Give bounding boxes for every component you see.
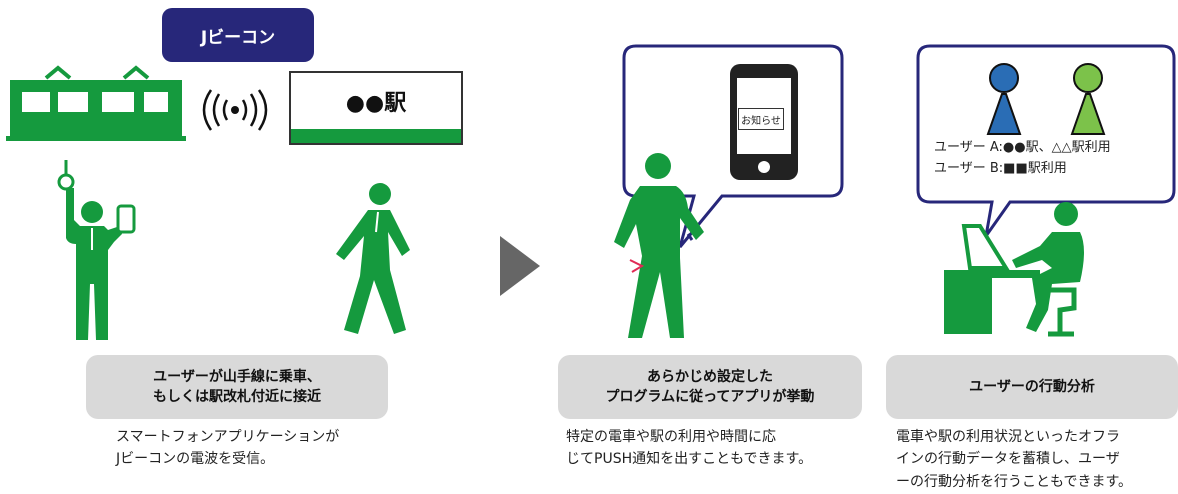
step3-title-box: ユーザーの行動分析 xyxy=(886,355,1178,419)
jbeacon-label: Jビーコン xyxy=(200,27,276,48)
person-using-phone-icon xyxy=(614,153,704,338)
step1-title-box: ユーザーが山手線に乗車、 もしくは駅改札付近に接近 xyxy=(86,355,388,419)
step2-description: 特定の電車や駅の利用や時間に応 じてPUSH通知を出すこともできます。 xyxy=(566,426,866,471)
step1-title-line2: もしくは駅改札付近に接近 xyxy=(153,389,321,405)
step3-description: 電車や駅の利用状況といったオフラ インの行動データを蓄積し、ユーザ ーの行動分析… xyxy=(896,426,1178,493)
next-step-arrow-icon xyxy=(500,236,540,296)
step1-desc-line2: Jビーコンの電波を受信。 xyxy=(116,451,275,468)
analysis-bubble xyxy=(916,44,1176,237)
signal-icon xyxy=(202,89,268,131)
step3-title: ユーザーの行動分析 xyxy=(969,378,1095,395)
passenger-strap-icon xyxy=(57,160,136,340)
step1-desc-line1: スマートフォンアプリケーションが xyxy=(116,429,340,445)
station-name: ●●駅 xyxy=(345,91,407,116)
office-worker-icon xyxy=(944,202,1084,337)
step1-title-line1: ユーザーが山手線に乗車、 xyxy=(153,368,321,385)
step2-title-line2: プログラムに従ってアプリが挙動 xyxy=(605,389,815,405)
user-a-line: ユーザー A:●●駅、△△駅利用 xyxy=(934,140,1111,155)
notice-label-box: お知らせ xyxy=(738,108,784,130)
step2-desc-line1: 特定の電車や駅の利用や時間に応 xyxy=(566,429,776,445)
train-icon xyxy=(6,65,186,141)
user-b-line: ユーザー B:■■駅利用 xyxy=(934,160,1067,176)
step1-description: スマートフォンアプリケーションが Jビーコンの電波を受信。 xyxy=(116,426,396,471)
step3-desc-line3: ーの行動分析を行うこともできます。 xyxy=(896,473,1133,490)
step2-title-box: あらかじめ設定した プログラムに従ってアプリが挙動 xyxy=(558,355,862,419)
station-stripe xyxy=(291,129,461,143)
jbeacon-badge: Jビーコン xyxy=(162,8,314,62)
step3-desc-line2: インの行動データを蓄積し、ユーザ xyxy=(896,451,1120,468)
walking-person-icon xyxy=(336,183,410,334)
notice-label: お知らせ xyxy=(741,115,781,127)
step2-desc-line2: じてPUSH通知を出すこともできます。 xyxy=(566,451,813,468)
step2-title-line1: あらかじめ設定した xyxy=(647,368,773,385)
step3-desc-line1: 電車や駅の利用状況といったオフラ xyxy=(896,429,1120,445)
station-sign: ●●駅 xyxy=(289,71,463,145)
analysis-text: ユーザー A:●●駅、△△駅利用 ユーザー B:■■駅利用 xyxy=(934,138,1174,180)
